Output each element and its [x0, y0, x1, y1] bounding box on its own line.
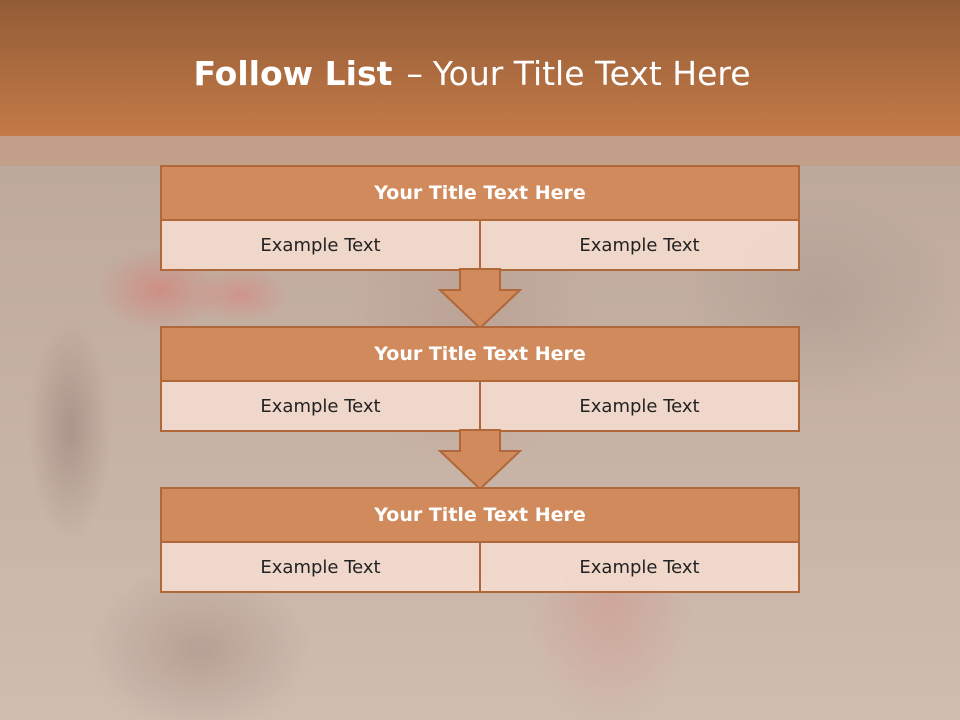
- step-title: Your Title Text Here: [160, 326, 800, 382]
- header-fade-strip: [0, 136, 960, 166]
- step-cell-left: Example Text: [160, 382, 481, 432]
- step-block-2: Your Title Text Here Example Text Exampl…: [160, 326, 800, 432]
- step-cell-right: Example Text: [481, 221, 800, 271]
- slide-title: Follow List–Your Title Text Here: [0, 54, 944, 93]
- slide-title-bold: Follow List: [193, 54, 393, 93]
- step-row: Example Text Example Text: [160, 221, 800, 271]
- step-cell-left: Example Text: [160, 221, 481, 271]
- step-cell-left: Example Text: [160, 543, 481, 593]
- step-title: Your Title Text Here: [160, 487, 800, 543]
- slide-title-separator: –: [406, 54, 423, 93]
- step-cell-right: Example Text: [481, 382, 800, 432]
- down-arrow-icon: [438, 429, 522, 491]
- step-row: Example Text Example Text: [160, 382, 800, 432]
- step-cell-right: Example Text: [481, 543, 800, 593]
- step-row: Example Text Example Text: [160, 543, 800, 593]
- step-title: Your Title Text Here: [160, 165, 800, 221]
- step-block-3: Your Title Text Here Example Text Exampl…: [160, 487, 800, 593]
- step-block-1: Your Title Text Here Example Text Exampl…: [160, 165, 800, 271]
- down-arrow-icon: [438, 268, 522, 330]
- header-band: [0, 0, 960, 136]
- slide-title-text: Your Title Text Here: [432, 54, 751, 93]
